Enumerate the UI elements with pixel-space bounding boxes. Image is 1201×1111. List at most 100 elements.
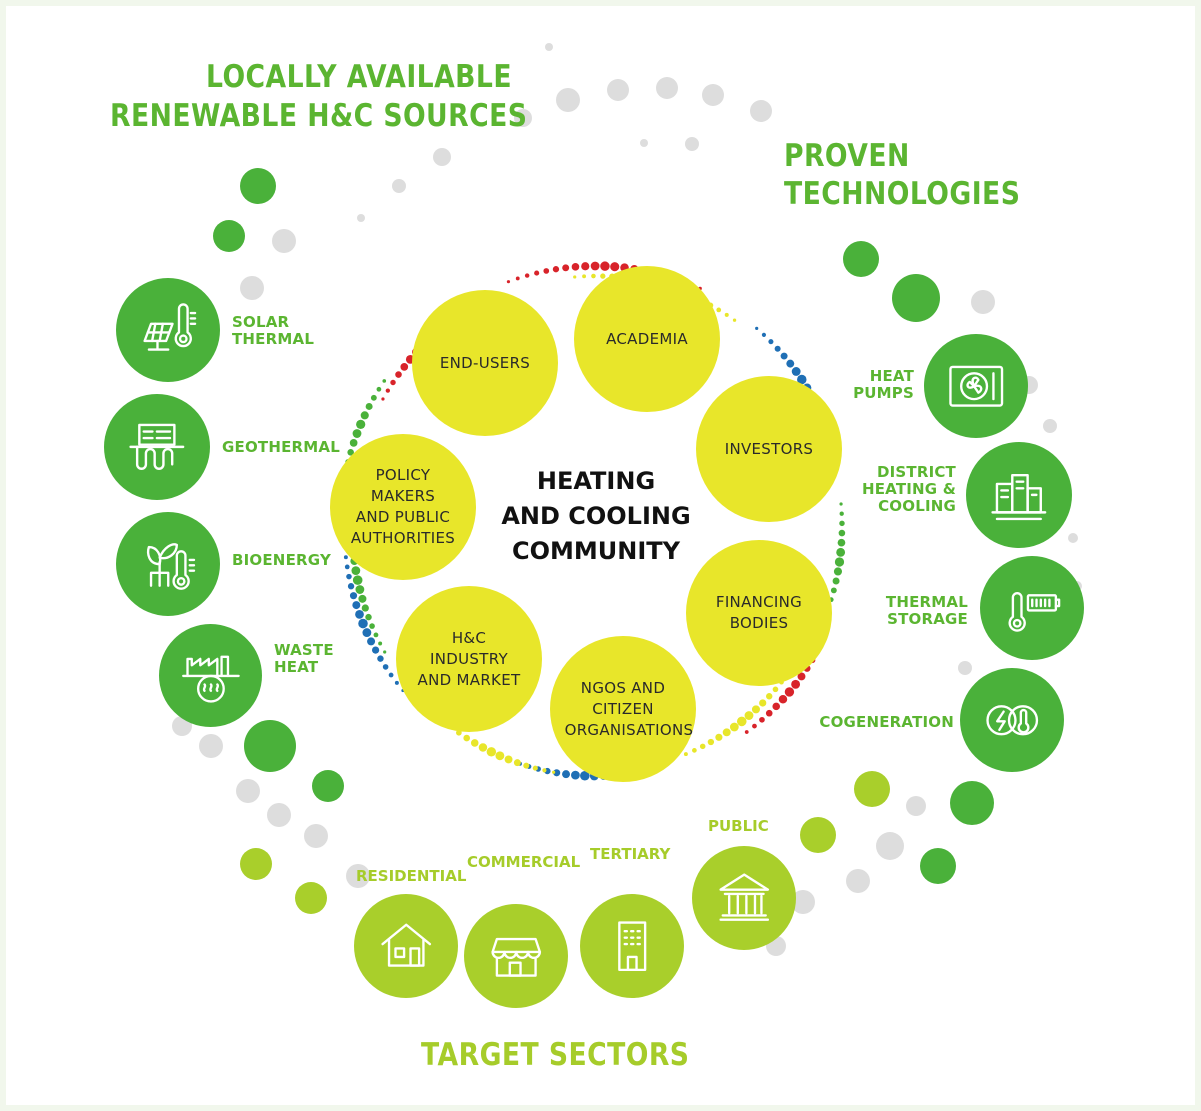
residential-label: RESIDENTIAL	[356, 867, 467, 885]
waste-heat-label: WASTE HEAT	[274, 641, 334, 676]
decorative-dot	[267, 803, 291, 827]
ring-dot	[716, 307, 722, 313]
ring-dot	[400, 362, 409, 371]
cogeneration-circle	[960, 668, 1064, 772]
decorative-dot	[843, 241, 879, 277]
stakeholder-ngos: NGOS AND CITIZEN ORGANISATIONS	[550, 636, 696, 782]
ring-dot	[784, 687, 795, 697]
ring-dot	[786, 359, 795, 368]
ring-dot	[349, 592, 358, 600]
decorative-dot	[800, 817, 836, 853]
geothermal-label: GEOTHERMAL	[222, 438, 340, 456]
ring-dot	[778, 695, 788, 704]
diagram-canvas: LOCALLY AVAILABLE RENEWABLE H&C SOURCES …	[6, 6, 1195, 1105]
ring-dot	[358, 594, 367, 603]
ring-dot	[343, 555, 348, 560]
decorative-dot	[240, 168, 276, 204]
decorative-dot	[892, 274, 940, 322]
ring-dot	[382, 379, 387, 383]
ring-dot	[838, 529, 846, 537]
ring-dot	[369, 623, 375, 629]
ring-dot	[590, 261, 600, 271]
office-building-icon	[617, 921, 647, 971]
ring-dot	[390, 379, 396, 386]
decorative-dot	[1068, 533, 1078, 543]
decorative-dot	[357, 214, 365, 222]
ring-dot	[774, 345, 781, 352]
stakeholder-academia: ACADEMIA	[574, 266, 720, 412]
decorative-dot	[906, 796, 926, 816]
ring-dot	[761, 332, 767, 337]
bioenergy-label: BIOENERGY	[232, 551, 332, 569]
residential-circle	[354, 894, 458, 998]
ring-dot	[610, 262, 620, 272]
ring-dot	[373, 632, 379, 638]
ring-dot	[352, 429, 362, 438]
solar-thermal-label: SOLAR THERMAL	[232, 313, 315, 348]
ring-dot	[534, 270, 540, 276]
bioenergy-circle	[116, 512, 220, 616]
geothermal-icon	[129, 423, 185, 471]
ring-dot	[699, 743, 706, 750]
ring-dot	[562, 770, 571, 779]
decorative-dot	[846, 869, 870, 893]
ring-dot	[833, 567, 843, 576]
decorative-dot	[971, 290, 995, 314]
ring-dot	[600, 261, 610, 271]
ring-dot	[524, 273, 530, 278]
district-heating-circle	[966, 442, 1072, 548]
decorative-dot	[545, 43, 553, 51]
ring-dot	[724, 312, 729, 317]
waste-heat-circle	[159, 624, 262, 727]
commercial-circle	[464, 904, 568, 1008]
public-label: PUBLIC	[708, 817, 769, 835]
ring-dot	[744, 711, 754, 720]
ring-dot	[834, 557, 845, 567]
ring-dot	[371, 646, 380, 654]
heat-pumps-circle	[924, 334, 1028, 438]
ring-dot	[532, 765, 538, 771]
ring-dot	[839, 520, 845, 527]
ring-dot	[791, 367, 801, 376]
decorative-dot	[244, 720, 296, 772]
geothermal-circle	[104, 394, 210, 500]
thermal-storage-icon	[1008, 591, 1061, 632]
public-circle	[692, 846, 796, 950]
ring-dot	[755, 326, 759, 330]
ring-dot	[751, 705, 760, 714]
ring-dot	[349, 439, 358, 447]
ring-dot	[683, 752, 688, 757]
district-heating-label: DISTRICT HEATING & COOLING	[861, 463, 956, 515]
ring-dot	[470, 739, 479, 747]
ring-dot	[692, 748, 697, 753]
decorative-dot	[304, 824, 328, 848]
ring-dot	[543, 268, 550, 274]
decorative-dot	[950, 781, 994, 825]
ring-dot	[346, 573, 352, 580]
ring-dot	[591, 273, 596, 279]
sources-title-line2: RENEWABLE H&C SOURCES	[110, 98, 528, 134]
ring-dot	[504, 755, 513, 764]
waste-heat-icon	[181, 655, 240, 703]
ring-dot	[381, 397, 385, 401]
shop-icon	[491, 937, 541, 977]
stakeholder-investors: INVESTORS	[696, 376, 842, 522]
ring-dot	[707, 738, 715, 746]
ring-dot	[722, 728, 731, 737]
thermal-storage-circle	[980, 556, 1084, 660]
ring-dot	[377, 655, 384, 662]
decorative-dot	[750, 100, 772, 122]
bioenergy-icon	[146, 542, 195, 590]
heat-pumps-label: HEAT PUMPS	[853, 367, 914, 402]
ring-dot	[385, 388, 390, 393]
solar-thermal-icon	[143, 303, 197, 351]
ring-dot	[752, 723, 757, 729]
decorative-dot	[272, 229, 296, 253]
ring-dot	[772, 686, 779, 693]
ring-dot	[515, 276, 520, 281]
ring-dot	[355, 610, 364, 619]
district-heating-icon	[991, 474, 1047, 521]
ring-dot	[361, 604, 369, 612]
ring-dot	[571, 770, 580, 780]
ring-dot	[344, 564, 350, 570]
